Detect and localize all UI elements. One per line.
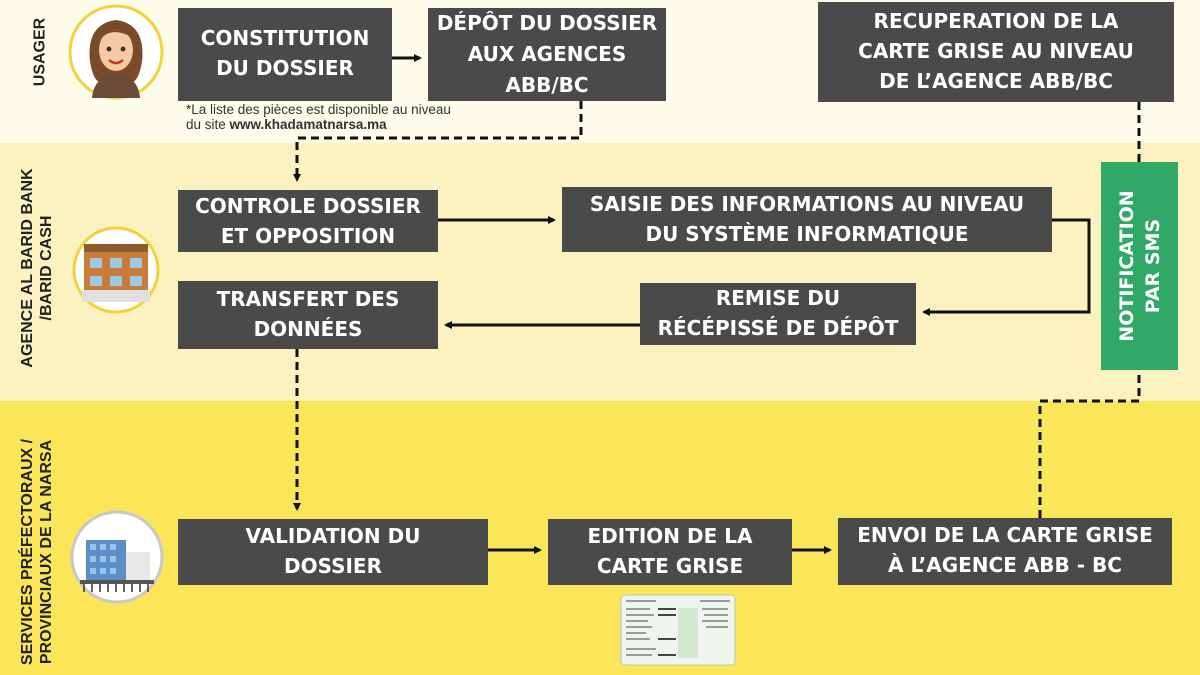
notification-sms-label: NOTIFICATION PAR SMS: [1115, 190, 1164, 342]
step-envoi-label: ENVOI DE LA CARTE GRISE À L’AGENCE ABB -…: [857, 523, 1153, 577]
step-controle-label: CONTROLE DOSSIER ET OPPOSITION: [195, 194, 421, 248]
step-validation-label: VALIDATION DU DOSSIER: [245, 524, 421, 578]
step-remise: REMISE DU RÉCÉPISSÉ DE DÉPÔT: [640, 283, 916, 345]
step-controle: CONTROLE DOSSIER ET OPPOSITION: [178, 190, 438, 252]
carte-grise-card-icon: [620, 594, 736, 666]
step-depot: DÉPÔT DU DOSSIER AUX AGENCES ABB/BC: [428, 8, 666, 101]
step-constitution-label: CONSTITUTION DU DOSSIER: [200, 26, 370, 80]
agency-building-icon: [72, 226, 160, 314]
arrow-saisie-to-remise: [922, 218, 1091, 316]
step-transfert-label: TRANSFERT DES DONNÉES: [216, 287, 400, 341]
pieces-note-site-line: du site www.khadamatnarsa.ma: [186, 117, 451, 132]
lane-agence: [0, 143, 1200, 401]
step-edition: EDITION DE LA CARTE GRISE: [548, 519, 792, 585]
dashed-envoi-to-sms: [1038, 370, 1141, 518]
step-validation: VALIDATION DU DOSSIER: [178, 519, 488, 585]
arrow-depot-to-controle: [293, 101, 583, 182]
step-recuperation-label: RECUPERATION DE LA CARTE GRISE AU NIVEAU…: [858, 9, 1134, 93]
notification-sms: NOTIFICATION PAR SMS: [1101, 162, 1178, 370]
step-saisie-label: SAISIE DES INFORMATIONS AU NIVEAU DU SYS…: [589, 192, 1025, 246]
step-envoi: ENVOI DE LA CARTE GRISE À L’AGENCE ABB -…: [838, 518, 1172, 585]
step-transfert: TRANSFERT DES DONNÉES: [178, 281, 438, 349]
step-depot-label: DÉPÔT DU DOSSIER AUX AGENCES ABB/BC: [436, 11, 658, 97]
step-constitution: CONSTITUTION DU DOSSIER: [178, 8, 392, 101]
pieces-note: *La liste des pièces est disponible au n…: [186, 102, 451, 132]
woman-avatar-icon: [68, 4, 164, 100]
pieces-note-site: www.khadamatnarsa.ma: [229, 117, 387, 132]
pieces-note-prefix: du site: [186, 117, 226, 132]
pieces-note-text: *La liste des pièces est disponible au n…: [186, 102, 451, 117]
step-edition-label: EDITION DE LA CARTE GRISE: [587, 524, 753, 578]
step-saisie: SAISIE DES INFORMATIONS AU NIVEAU DU SYS…: [562, 187, 1052, 252]
step-remise-label: REMISE DU RÉCÉPISSÉ DE DÉPÔT: [657, 286, 899, 340]
step-recuperation: RECUPERATION DE LA CARTE GRISE AU NIVEAU…: [818, 2, 1174, 102]
government-building-icon: [70, 510, 164, 604]
